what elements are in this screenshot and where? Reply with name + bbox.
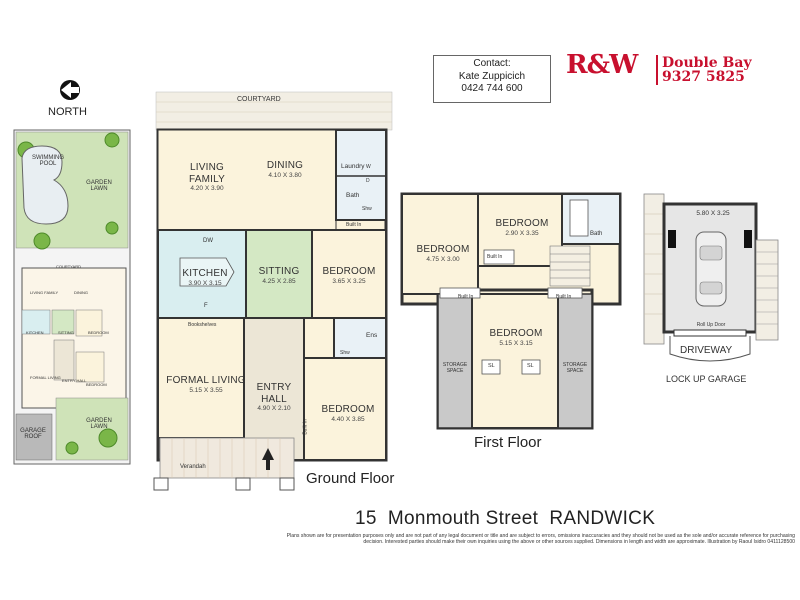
ff-sl1-label: SL [488, 363, 495, 369]
garage-dim-label: 5.80 X 3.25 [696, 210, 730, 217]
site-garage-roof-label: GARAGE ROOF [20, 428, 46, 440]
brand-logo-text: R&W [566, 50, 638, 80]
contact-box: Contact: Kate Zuppicich 0424 744 600 [433, 55, 551, 103]
gf-d-label: D [366, 178, 370, 184]
gf-courtyard-label: COURTYARD [237, 96, 281, 103]
gf-verandah-label: Verandah [180, 464, 206, 470]
gf-kitchen-label: KITCHEN 3.90 X 3.15 [182, 268, 228, 287]
ff-bedroom-a-label: BEDROOM 4.75 X 3.00 [416, 244, 470, 263]
site-kitchen-label: KITCHEN [26, 330, 44, 335]
gf-bath-label: Bath [346, 192, 360, 199]
ff-storage2-label: STORAGE SPACE [562, 362, 588, 374]
contact-heading: Contact: [473, 58, 511, 69]
gf-bedroom-b-label: BEDROOM 4.40 X 3.85 [321, 404, 375, 423]
compass-label: NORTH [48, 106, 87, 118]
site-pool-label: SWIMMING POOL [32, 155, 64, 167]
garage-plan [643, 193, 779, 362]
first-floor-title: First Floor [474, 434, 542, 451]
ff-builtin3-label: Built In [556, 294, 572, 300]
ground-floor-title: Ground Floor [306, 470, 395, 487]
garage-title: LOCK UP GARAGE [666, 374, 747, 384]
gf-formal-living-label: FORMAL LIVING 5.15 X 3.55 [166, 375, 246, 394]
ground-floor-plan [153, 91, 393, 491]
brand-divider [656, 55, 658, 85]
brand-logo: R&W [566, 50, 638, 80]
brand-office-name: Double Bay [662, 55, 752, 71]
site-bedroom1-label: BEDROOM [88, 330, 109, 335]
site-living-label: LIVING FAMILY [30, 290, 59, 295]
gf-living-family-label: LIVING FAMILY 4.20 X 3.90 [188, 162, 226, 192]
gf-sitting-label: SITTING 4.25 X 2.85 [258, 266, 300, 285]
site-courtyard-label: COURTYARD [56, 264, 81, 269]
north-arrow-icon [60, 80, 80, 100]
contact-name: Kate Zuppicich [458, 70, 526, 82]
address-number: 15 [355, 508, 377, 529]
site-lawn-bottom-label: GARDEN LAWN [86, 418, 112, 430]
ff-sl2-label: SL [527, 363, 534, 369]
ff-bath-label: Bath [590, 231, 603, 237]
site-dining-label: DINING [74, 290, 88, 295]
gf-dw-label: DW [203, 238, 213, 244]
gf-entry-hall-label: ENTRY HALL 4.90 X 2.10 [256, 382, 292, 412]
gf-f-label: F [204, 303, 208, 309]
gf-bedroom-a-label: BEDROOM 3.65 X 3.25 [322, 266, 376, 285]
first-floor-plan [400, 192, 622, 430]
ff-builtin1-label: Built In [487, 254, 503, 260]
ff-builtin2-label: Built In [458, 294, 474, 300]
site-lawn-top-label: GARDEN LAWN [86, 180, 112, 192]
gf-ens-label: Ens [366, 332, 378, 339]
address-suburb: RANDWICK [549, 508, 656, 529]
gf-shw1-label: Shw [362, 206, 372, 212]
ff-storage1-label: STORAGE SPACE [442, 362, 468, 374]
site-entry-label: ENTRY HALL [62, 378, 87, 383]
gf-laundry-label: Laundry [341, 163, 365, 170]
garage-door-label: Roll Up Door [696, 322, 726, 328]
site-plan [13, 129, 131, 465]
gf-builtin1-label: Built In [346, 222, 362, 228]
gf-bookshelves-label: Bookshelves [188, 322, 217, 328]
garage-driveway-label: DRIVEWAY [680, 345, 733, 356]
gf-dining-label: DINING 4.10 X 3.80 [266, 160, 304, 179]
brand-office: Double Bay 9327 5825 [662, 56, 752, 84]
site-bedroom2-label: BEDROOM [86, 382, 107, 387]
ff-bedroom-c-label: BEDROOM 5.15 X 3.15 [489, 328, 543, 347]
property-address: 15 Monmouth Street RANDWICK [355, 508, 655, 530]
brand-office-phone: 9327 5825 [662, 69, 745, 85]
contact-phone: 0424 744 600 [461, 83, 523, 94]
address-street: Monmouth Street [387, 508, 539, 529]
site-formal-label: FORMAL LIVING [30, 375, 61, 380]
disclaimer-text: Plans shown are for presentation purpose… [286, 533, 795, 545]
gf-shw2-label: Shw [340, 350, 350, 356]
site-sitting-label: SITTING [58, 330, 74, 335]
gf-builtin2-label: Built In [302, 419, 309, 435]
gf-w-label: W [366, 164, 371, 170]
ff-bedroom-b-label: BEDROOM 2.90 X 3.35 [495, 218, 549, 237]
